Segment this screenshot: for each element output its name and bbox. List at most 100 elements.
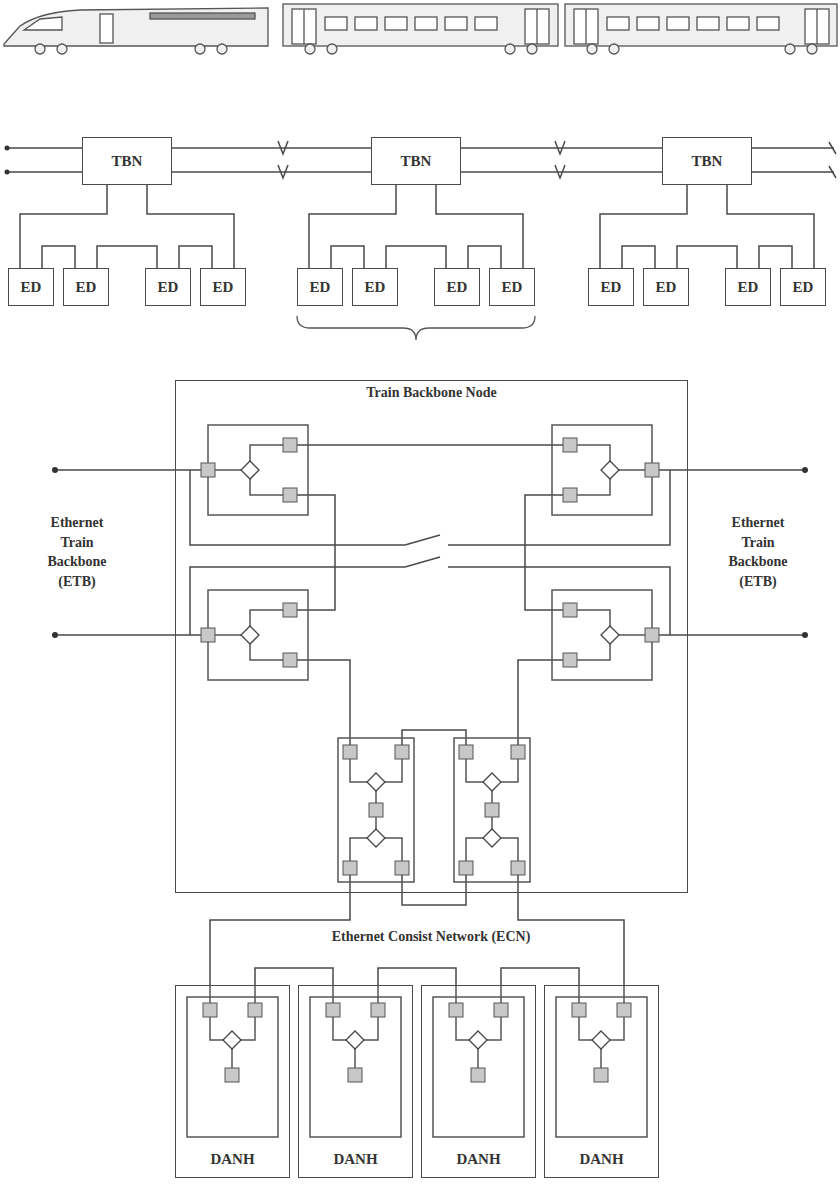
wire-end-dot (802, 632, 808, 638)
backbone-node-box: TBN (662, 137, 752, 185)
diagram-stroke (445, 17, 467, 30)
network-link (759, 246, 792, 268)
danh-box: DANH (298, 985, 413, 1178)
diagram-stroke (385, 17, 407, 30)
switch-unit (556, 985, 647, 1137)
node-label: ED (502, 278, 523, 296)
diagram-stroke (297, 495, 563, 610)
switch-unit (310, 985, 401, 1137)
diagram-stroke (190, 470, 670, 545)
backbone-node-box: TBN (82, 137, 172, 185)
diagram-stroke (55, 470, 805, 635)
end-device-box: ED (8, 268, 54, 306)
diagram-stroke (350, 875, 518, 893)
diagram-stroke (805, 9, 829, 44)
label-text: Ethernet Train Backbone (ETB) (47, 515, 106, 589)
network-link (179, 246, 212, 268)
network-link (255, 968, 333, 985)
diagram-stroke (785, 44, 795, 54)
diagram-stroke (525, 9, 549, 44)
network-link (20, 185, 107, 268)
diagram-stroke (195, 44, 205, 54)
end-device-box: ED (489, 268, 535, 306)
end-device-box: ED (643, 268, 689, 306)
network-link (468, 246, 501, 268)
diagram-stroke (816, 9, 817, 44)
node-label: DANH (579, 1150, 623, 1168)
diagram-stroke (303, 9, 304, 44)
network-link (378, 968, 456, 985)
end-device-box: ED (588, 268, 634, 306)
diagram-stroke (402, 730, 466, 905)
node-label: ED (738, 278, 759, 296)
node-label: TBN (692, 152, 723, 170)
network-link (210, 893, 350, 985)
diagram-stroke (24, 17, 62, 30)
diagram-stroke (297, 444, 563, 446)
diagram-stroke (325, 17, 347, 30)
diagram-stroke (565, 4, 837, 46)
switch-unit (201, 425, 308, 515)
network-link (309, 185, 396, 268)
network-link (147, 185, 234, 268)
network-link (727, 185, 814, 268)
wire-end-dot (5, 146, 10, 151)
node-label: ED (213, 278, 234, 296)
network-link (600, 185, 687, 268)
diagram-stroke (807, 44, 817, 54)
network-link (461, 171, 662, 173)
end-device-box: ED (780, 268, 826, 306)
network-link (172, 171, 371, 173)
node-label: TBN (112, 152, 143, 170)
diagram-stroke (217, 44, 227, 54)
node-label: ED (21, 278, 42, 296)
switch-unit (187, 985, 278, 1137)
diagram-stroke (587, 44, 597, 54)
diagram-stroke (757, 17, 779, 30)
node-internals (55, 445, 805, 905)
node-label: ED (76, 278, 97, 296)
network-link (331, 246, 364, 268)
switch-unit (552, 590, 659, 680)
node-label: Train Backbone Node (366, 385, 496, 402)
diagram-stroke (292, 9, 316, 44)
network-link (518, 893, 624, 985)
diagram-stroke (697, 17, 719, 30)
diagram-stroke (527, 44, 537, 54)
wire-end-dot (52, 632, 58, 638)
diagram-stroke (637, 17, 659, 30)
end-device-box: ED (352, 268, 398, 306)
network-link (677, 246, 737, 268)
diagram-stroke (574, 9, 598, 44)
network-label: Ethernet Train Backbone (ETB) (37, 513, 117, 591)
diagram-stroke (150, 13, 255, 19)
end-device-box: ED (63, 268, 109, 306)
end-device-box: ED (725, 268, 771, 306)
diagram-stroke (305, 44, 315, 54)
network-link (436, 185, 523, 268)
backbone-node-frame: Train Backbone Node (175, 380, 688, 893)
diagram-stroke (475, 17, 497, 30)
label-text: Ethernet Consist Network (ECN) (332, 929, 531, 944)
danh-box: DANH (421, 985, 536, 1178)
node-label: ED (310, 278, 331, 296)
diagram-stroke (57, 44, 67, 54)
node-label: ED (158, 278, 179, 296)
diagram-stroke (100, 14, 113, 43)
network-label: Ethernet Consist Network (ECN) (260, 927, 602, 947)
node-label: ED (656, 278, 677, 296)
node-label: DANH (333, 1150, 377, 1168)
node-label: DANH (456, 1150, 500, 1168)
diagram-stroke (297, 660, 563, 745)
diagram-stroke (609, 44, 619, 54)
network-link (386, 246, 446, 268)
switch-unit (201, 590, 308, 680)
node-label: ED (793, 278, 814, 296)
train-illustration (4, 4, 837, 54)
end-device-box: ED (434, 268, 480, 306)
diagram-stroke (829, 142, 836, 178)
switch-unit (552, 425, 659, 515)
network-link (97, 246, 157, 268)
network-label: Ethernet Train Backbone (ETB) (718, 513, 798, 591)
